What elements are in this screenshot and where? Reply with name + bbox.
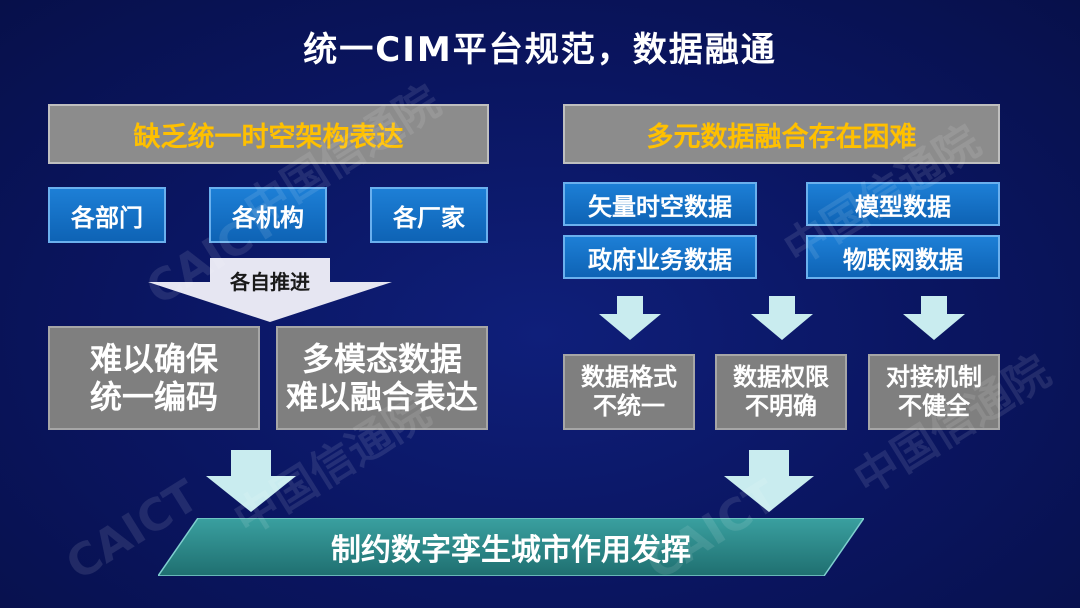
left-header: 缺乏统一时空架构表达 bbox=[48, 104, 489, 164]
problem-data-format-line2: 不统一 bbox=[593, 392, 665, 420]
data-vector-spatial: 矢量时空数据 bbox=[563, 182, 757, 226]
problem-unified-coding-line2: 统一编码 bbox=[89, 378, 218, 416]
right-header: 多元数据融合存在困难 bbox=[563, 104, 1000, 164]
arrow-down-icon bbox=[751, 296, 813, 340]
converge-arrow bbox=[148, 258, 392, 322]
actor-departments: 各部门 bbox=[48, 187, 166, 243]
problem-data-format-line1: 数据格式 bbox=[581, 363, 677, 392]
problem-multimodal: 多模态数据 难以融合表达 bbox=[276, 326, 488, 430]
problem-multimodal-line1: 多模态数据 bbox=[301, 339, 462, 378]
data-model: 模型数据 bbox=[806, 182, 1000, 226]
converge-arrow-label: 各自推进 bbox=[230, 270, 310, 294]
problem-docking-mechanism-line2: 不健全 bbox=[898, 392, 970, 420]
actor-institutions: 各机构 bbox=[209, 187, 327, 243]
problem-data-format: 数据格式 不统一 bbox=[563, 354, 695, 430]
data-iot: 物联网数据 bbox=[806, 235, 1000, 279]
problem-data-permission-line1: 数据权限 bbox=[733, 363, 829, 392]
problem-docking-mechanism-line1: 对接机制 bbox=[886, 363, 982, 392]
problem-unified-coding: 难以确保 统一编码 bbox=[48, 326, 260, 430]
arrow-down-icon bbox=[724, 450, 814, 512]
page-title: 统一CIM平台规范，数据融通 bbox=[303, 30, 777, 70]
arrow-down-icon bbox=[206, 450, 296, 512]
problem-multimodal-line2: 难以融合表达 bbox=[285, 378, 478, 416]
problem-docking-mechanism: 对接机制 不健全 bbox=[868, 354, 1000, 430]
problem-data-permission-line2: 不明确 bbox=[745, 392, 817, 420]
problem-data-permission: 数据权限 不明确 bbox=[715, 354, 847, 430]
outcome-text: 制约数字孪生城市作用发挥 bbox=[331, 533, 691, 568]
arrow-down-icon bbox=[903, 296, 965, 340]
problem-unified-coding-line1: 难以确保 bbox=[89, 339, 218, 378]
data-government: 政府业务数据 bbox=[563, 235, 757, 279]
outcome-banner-shape bbox=[158, 518, 864, 576]
arrow-down-icon bbox=[599, 296, 661, 340]
actor-vendors: 各厂家 bbox=[370, 187, 488, 243]
